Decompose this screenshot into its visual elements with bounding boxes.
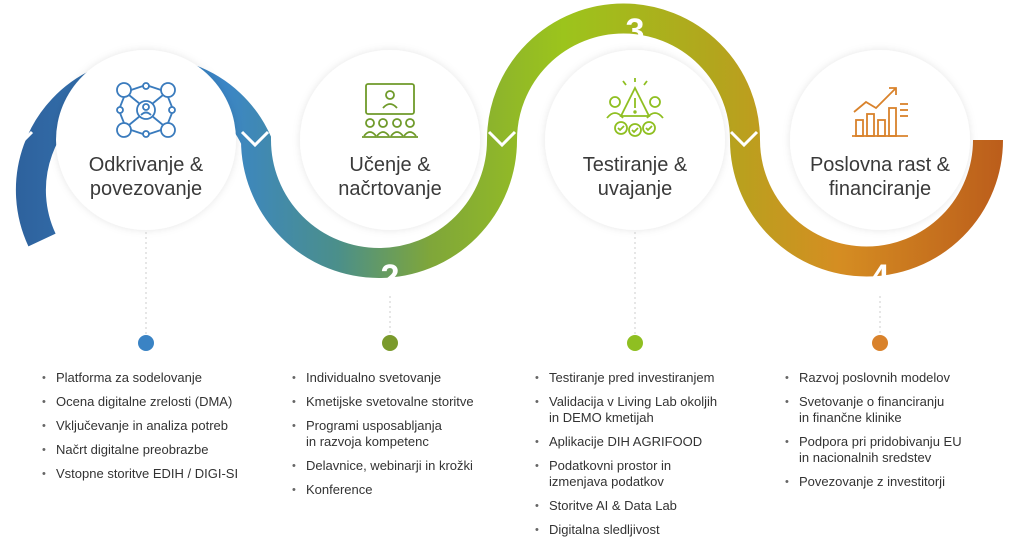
wave-chevrons [4, 130, 759, 148]
list-item: Individualno svetovanje [292, 370, 522, 386]
stage-list-3: Testiranje pred investiranjemValidacija … [535, 370, 765, 546]
stage-dot-2 [382, 335, 398, 351]
list-item: Kmetijske svetovalne storitve [292, 394, 522, 410]
list-item: Razvoj poslovnih modelov [785, 370, 1015, 386]
people-network-icon [116, 82, 176, 138]
team-testing-icon [606, 78, 664, 137]
classroom-presentation-icon [362, 83, 418, 138]
list-item: Ocena digitalne zrelosti (DMA) [42, 394, 272, 410]
list-item: Delavnice, webinarji in krožki [292, 458, 522, 474]
list-item: Povezovanje z investitorji [785, 474, 1015, 490]
stage-circle-3 [545, 50, 725, 230]
stage-title-2: Učenje & načrtovanje [338, 154, 442, 200]
list-item: Platforma za sodelovanje [42, 370, 272, 386]
stage-circle-1 [56, 50, 236, 230]
stage-number-2: 2 [381, 258, 400, 296]
stage-circle-4 [790, 50, 970, 230]
list-item: Vstopne storitve EDIH / DIGI-SI [42, 466, 272, 482]
list-item: Konference [292, 482, 522, 498]
stage-list-4: Razvoj poslovnih modelovSvetovanje o fin… [785, 370, 1015, 498]
stage-number-1: 1 [137, 12, 156, 50]
list-item: Digitalna sledljivost [535, 522, 765, 538]
stage-circle-2 [300, 50, 480, 230]
stage-dot-4 [872, 335, 888, 351]
list-item: Načrt digitalne preobrazbe [42, 442, 272, 458]
stage-number-3: 3 [626, 12, 645, 50]
list-item: Aplikacije DIH AGRIFOOD [535, 434, 765, 450]
stage-title-1: Odkrivanje & povezovanje [88, 154, 204, 200]
stage-dot-3 [627, 335, 643, 351]
stage-number-4: 4 [871, 258, 890, 296]
list-item: Testiranje pred investiranjem [535, 370, 765, 386]
stage-title-3: Testiranje & uvajanje [582, 154, 688, 200]
stage-list-1: Platforma za sodelovanjeOcena digitalne … [42, 370, 272, 490]
stage-title-4: Poslovna rast & financiranje [809, 154, 951, 200]
list-item: Vključevanje in analiza potreb [42, 418, 272, 434]
list-item: Storitve AI & Data Lab [535, 498, 765, 514]
stage-dot-1 [138, 335, 154, 351]
growth-chart-icon [852, 87, 908, 137]
stage-list-2: Individualno svetovanjeKmetijske svetova… [292, 370, 522, 506]
